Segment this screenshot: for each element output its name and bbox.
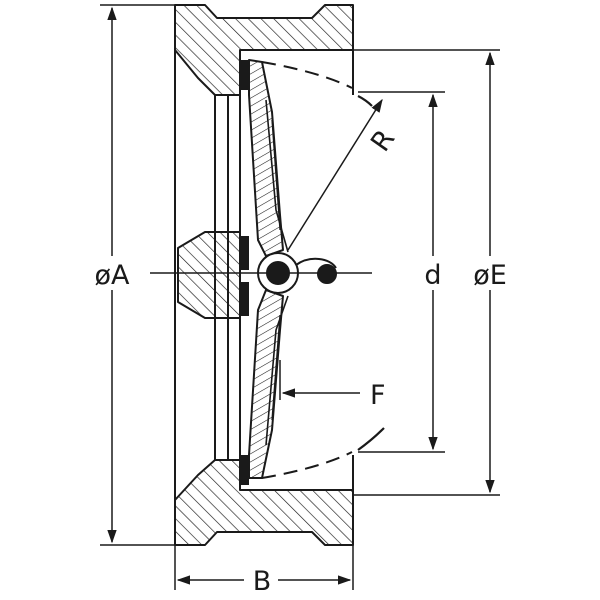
- label-bore: d: [424, 260, 441, 291]
- disc-upper: [248, 59, 284, 257]
- label-face-width: B: [253, 566, 272, 597]
- spring-arm: [295, 257, 337, 269]
- label-outer-diameter: øA: [95, 260, 131, 291]
- stop-pin: [317, 264, 337, 284]
- seal-upper-mid: [239, 236, 249, 270]
- seal-lower-mid: [239, 282, 249, 316]
- disc-lower: [248, 289, 284, 479]
- body-outline: [174, 50, 354, 500]
- seat-seals: [239, 60, 249, 485]
- disc-plates: [248, 59, 289, 479]
- dim-disc-radius: [287, 98, 383, 251]
- label-disc-radius: R: [365, 124, 401, 157]
- label-flange-diameter: øE: [473, 260, 507, 291]
- seal-top: [239, 60, 249, 90]
- valve-body: [174, 4, 354, 546]
- seal-bottom: [239, 455, 249, 485]
- disc-swing-arc: [261, 61, 385, 479]
- label-disc-offset: F: [370, 380, 386, 411]
- hinge-boss-section: [177, 231, 241, 319]
